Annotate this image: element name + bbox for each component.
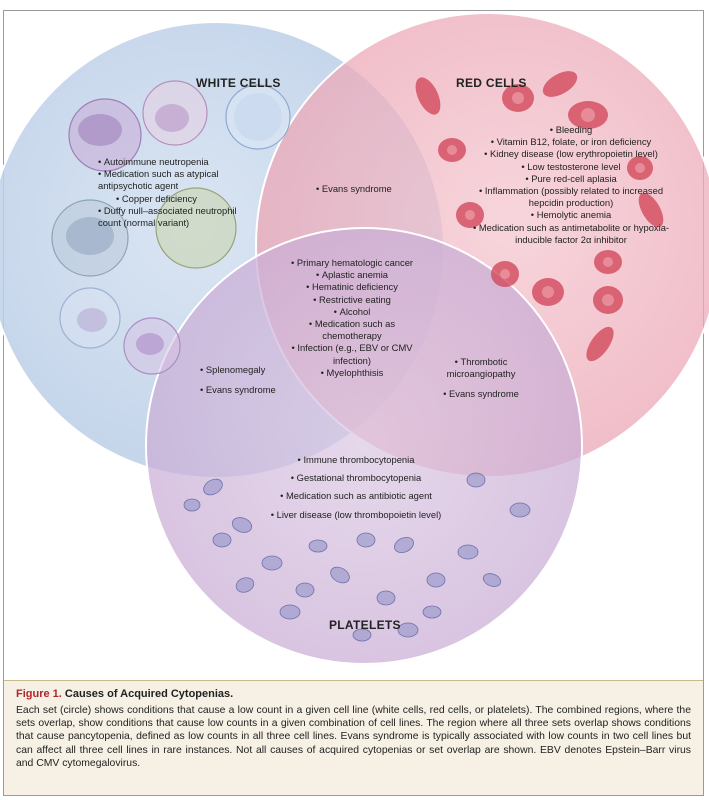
platelets-only-region: Immune thrombocytopenia Gestational thro… bbox=[246, 454, 466, 521]
list-item: Myelophthisis bbox=[290, 367, 414, 379]
platelets-title: PLATELETS bbox=[329, 618, 401, 632]
list-item: Primary hematologic cancer bbox=[290, 257, 414, 269]
white-only-region: Autoimmune neutropenia Medication such a… bbox=[98, 156, 248, 229]
figure-label: Figure 1. bbox=[16, 688, 62, 700]
list-item: Restrictive eating bbox=[290, 294, 414, 306]
all-three-region: Primary hematologic cancer Aplastic anem… bbox=[290, 257, 414, 379]
list-item: Medication such as antimetabolite or hyp… bbox=[462, 222, 680, 246]
list-item: Kidney disease (low erythropoietin level… bbox=[462, 148, 680, 160]
red-cells-title: RED CELLS bbox=[456, 76, 527, 90]
list-item: Evans syndrome bbox=[316, 183, 436, 195]
list-item: Thrombotic microangiopathy bbox=[426, 356, 536, 380]
list-item: Copper deficiency bbox=[98, 193, 248, 205]
list-item: Infection (e.g., EBV or CMV infection) bbox=[290, 342, 414, 366]
list-item: Evans syndrome bbox=[426, 388, 536, 400]
list-item: Liver disease (low thrombopoietin level) bbox=[246, 509, 466, 521]
red-only-region: Bleeding Vitamin B12, folate, or iron de… bbox=[462, 124, 680, 246]
list-item: Duffy null–associated neutrophil count (… bbox=[98, 205, 248, 229]
list-item: Medication such as chemotherapy bbox=[290, 318, 414, 342]
list-item: Vitamin B12, folate, or iron deficiency bbox=[462, 136, 680, 148]
caption-title: Figure 1. Causes of Acquired Cytopenias. bbox=[16, 688, 691, 700]
list-item: Medication such as atypical antipsychoti… bbox=[98, 168, 248, 192]
red-cell-illustrations bbox=[415, 71, 664, 362]
list-item: Low testosterone level bbox=[462, 161, 680, 173]
list-item: Medication such as antibiotic agent bbox=[246, 490, 466, 502]
figure-caption: Figure 1. Causes of Acquired Cytopenias.… bbox=[4, 680, 703, 795]
red-platelets-region: Thrombotic microangiopathy Evans syndrom… bbox=[426, 356, 536, 401]
list-item: Bleeding bbox=[462, 124, 680, 136]
white-red-region: Evans syndrome bbox=[316, 183, 436, 195]
white-platelets-region: Splenomegaly Evans syndrome bbox=[200, 364, 300, 396]
platelet-illustrations bbox=[183, 472, 531, 642]
caption-body: Each set (circle) shows conditions that … bbox=[16, 705, 691, 769]
list-item: Aplastic anemia bbox=[290, 269, 414, 281]
caption-heading: Causes of Acquired Cytopenias. bbox=[64, 688, 234, 700]
list-item: Pure red-cell aplasia bbox=[462, 173, 680, 185]
list-item: Autoimmune neutropenia bbox=[98, 156, 248, 168]
venn-diagram bbox=[0, 12, 709, 665]
list-item: Evans syndrome bbox=[200, 384, 300, 396]
list-item: Hematinic deficiency bbox=[290, 281, 414, 293]
white-cells-title: WHITE CELLS bbox=[196, 76, 281, 90]
list-item: Hemolytic anemia bbox=[462, 209, 680, 221]
list-item: Immune thrombocytopenia bbox=[246, 454, 466, 466]
list-item: Alcohol bbox=[290, 306, 414, 318]
list-item: Inflammation (possibly related to increa… bbox=[462, 185, 680, 209]
list-item: Splenomegaly bbox=[200, 364, 300, 376]
list-item: Gestational thrombocytopenia bbox=[246, 472, 466, 484]
